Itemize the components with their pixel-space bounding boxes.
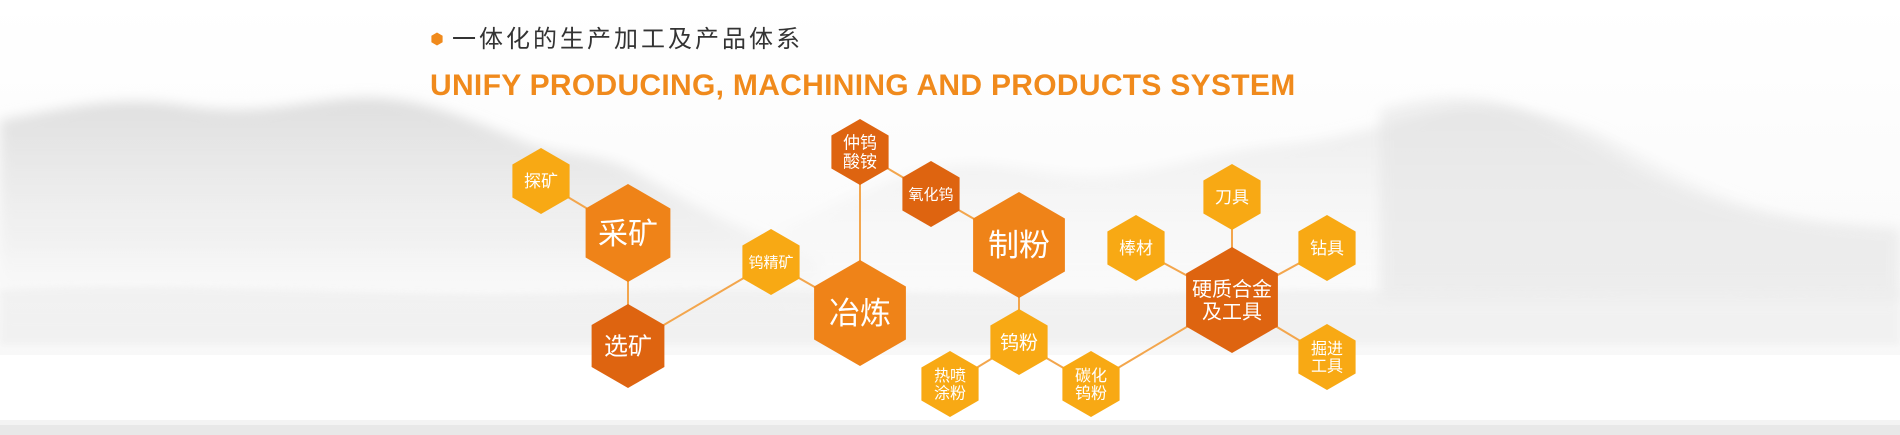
node-wufen: 钨粉	[990, 309, 1048, 375]
node-label: 探矿	[524, 172, 558, 192]
section-title-english: UNIFY PRODUCING, MACHINING AND PRODUCTS …	[430, 69, 1296, 102]
node-label: 工具	[1311, 357, 1343, 376]
node-label: 涂粉	[934, 384, 966, 403]
node-label: 选矿	[604, 333, 652, 361]
node-hexagon	[990, 309, 1048, 375]
node-label: 刀具	[1215, 188, 1249, 208]
node-daoju: 刀具	[1203, 164, 1261, 230]
node-label: 氧化钨	[908, 185, 953, 203]
node-zuanju: 钻具	[1298, 215, 1356, 281]
node-hexagon	[902, 161, 960, 227]
node-label: 冶炼	[829, 296, 891, 332]
node-hexagon	[512, 148, 570, 214]
node-tanku: 探矿	[512, 148, 570, 214]
node-label: 掘进	[1311, 339, 1343, 358]
node-hexagon	[1062, 351, 1120, 417]
node-zhifen: 制粉	[973, 192, 1065, 298]
node-hexagon	[591, 304, 665, 388]
node-bangcai: 棒材	[1107, 215, 1165, 281]
node-label: 钨粉	[1075, 384, 1107, 403]
node-label: 热喷	[934, 366, 966, 385]
node-hexagon	[1203, 164, 1261, 230]
hexagon-bullet-icon	[431, 32, 443, 46]
node-caikuang: 采矿	[585, 184, 671, 282]
section-title-chinese: 一体化的生产加工及产品体系	[452, 25, 803, 53]
node-hexagon	[585, 184, 671, 282]
node-label: 仲钨	[843, 134, 877, 154]
node-hexagon	[831, 119, 889, 185]
node-label: 制粉	[988, 228, 1050, 264]
node-yelian: 冶炼	[814, 260, 906, 366]
node-xuankuang: 选矿	[591, 304, 665, 388]
node-hexagon	[973, 192, 1065, 298]
node-hexagon	[921, 351, 979, 417]
node-label: 酸铵	[843, 153, 877, 173]
node-hexagon	[1186, 247, 1278, 353]
node-hexagon	[1298, 324, 1356, 390]
title-row: 一体化的生产加工及产品体系	[430, 22, 1430, 56]
node-label: 碳化	[1075, 366, 1107, 385]
node-label: 钨粉	[1000, 332, 1038, 354]
node-wujingkuang: 钨精矿	[742, 229, 800, 295]
node-label: 棒材	[1119, 239, 1153, 259]
node-label: 钨精矿	[748, 253, 793, 271]
node-hexagon	[742, 229, 800, 295]
node-hexagon	[814, 260, 906, 366]
section-header: 一体化的生产加工及产品体系 UNIFY PRODUCING, MACHINING…	[430, 22, 1430, 104]
node-hexagon	[1107, 215, 1165, 281]
node-hexagon	[1298, 215, 1356, 281]
node-label: 钻具	[1310, 239, 1344, 259]
node-label: 及工具	[1202, 299, 1262, 323]
nodes: 探矿采矿选矿钨精矿冶炼仲钨酸铵氧化钨制粉钨粉热喷涂粉碳化钨粉棒材硬质合金及工具刀…	[512, 119, 1356, 417]
node-yanghuawu: 氧化钨	[902, 161, 960, 227]
node-label: 采矿	[598, 217, 658, 252]
node-label: 硬质合金	[1192, 277, 1272, 301]
